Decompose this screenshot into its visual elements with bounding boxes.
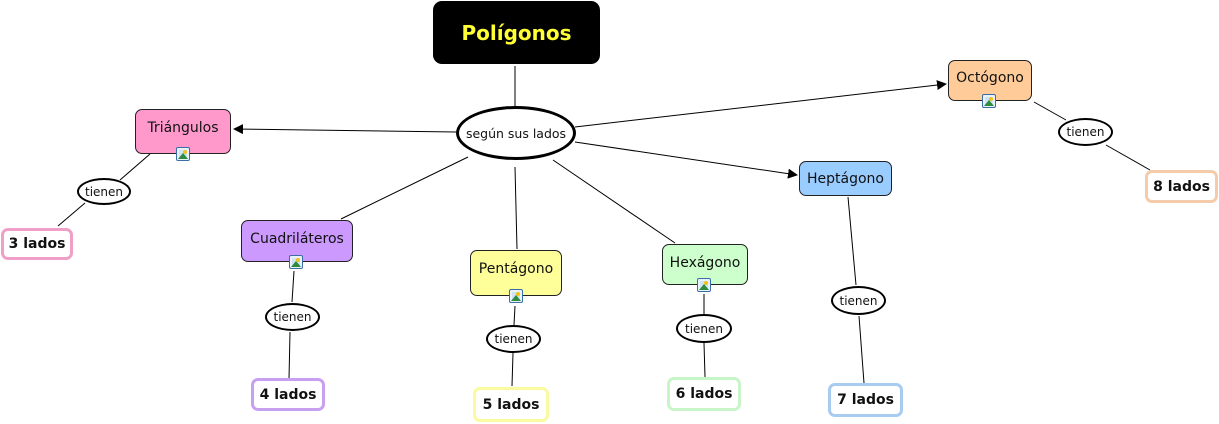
leaf-4-lados[interactable]: 4 lados <box>251 378 325 411</box>
link-hexagono <box>552 159 676 244</box>
link-heptagono-tienen <box>847 196 857 286</box>
concept-triangulos[interactable]: Triángulos <box>135 109 231 154</box>
leaf-5-lados[interactable]: 5 lados <box>473 387 549 422</box>
concept-pentagono[interactable]: Pentágono <box>470 250 562 296</box>
concept-label: Hexágono <box>669 254 741 271</box>
leaf-3-lados[interactable]: 3 lados <box>1 228 73 260</box>
leaf-7-lados[interactable]: 7 lados <box>828 383 903 417</box>
concept-label: Pentágono <box>478 261 554 277</box>
link-tienen-5 <box>511 352 514 387</box>
leaf-6-lados[interactable]: 6 lados <box>667 377 741 411</box>
relation-tienen-octogono[interactable]: tienen <box>1058 118 1113 146</box>
link-pentagono <box>514 166 518 250</box>
root-node-poligonos[interactable]: Polígonos <box>433 1 600 64</box>
concept-heptagono[interactable]: Heptágono <box>799 161 892 196</box>
concept-label: Triángulos <box>147 119 219 136</box>
concept-label: Heptágono <box>807 170 884 187</box>
relation-segun-sus-lados[interactable]: según sus lados <box>456 106 576 160</box>
link-octogono <box>574 80 947 128</box>
relation-tienen-pentagono[interactable]: tienen <box>486 325 541 353</box>
link-triangulos <box>233 124 457 135</box>
image-icon[interactable] <box>176 147 190 161</box>
link-octogono-tienen <box>1033 101 1067 121</box>
relation-tienen-triangulos[interactable]: tienen <box>77 178 131 205</box>
image-icon[interactable] <box>289 255 303 269</box>
link-heptagono <box>574 141 798 179</box>
image-icon[interactable] <box>509 289 523 303</box>
relation-tienen-hexagono[interactable]: tienen <box>676 314 732 343</box>
concept-octogono[interactable]: Octógono <box>948 60 1032 101</box>
concept-label: Cuadriláteros <box>250 231 344 247</box>
relation-tienen-heptagono[interactable]: tienen <box>831 286 886 315</box>
link-tienen-7 <box>858 315 865 384</box>
leaf-8-lados[interactable]: 8 lados <box>1145 170 1218 203</box>
link-cuadrilateros-tienen <box>291 270 295 303</box>
concept-label: Octógono <box>956 69 1024 86</box>
link-tienen-3 <box>57 202 86 227</box>
link-triangulos-tienen <box>119 153 151 181</box>
link-cuadrilateros <box>340 156 469 220</box>
link-tienen-4 <box>288 331 291 380</box>
image-icon[interactable] <box>697 278 711 292</box>
link-tienen-6 <box>703 342 706 378</box>
link-pentagono-tienen <box>513 305 516 326</box>
relation-tienen-cuadrilateros[interactable]: tienen <box>265 303 320 331</box>
link-tienen-8 <box>1105 144 1151 171</box>
image-icon[interactable] <box>982 94 996 108</box>
